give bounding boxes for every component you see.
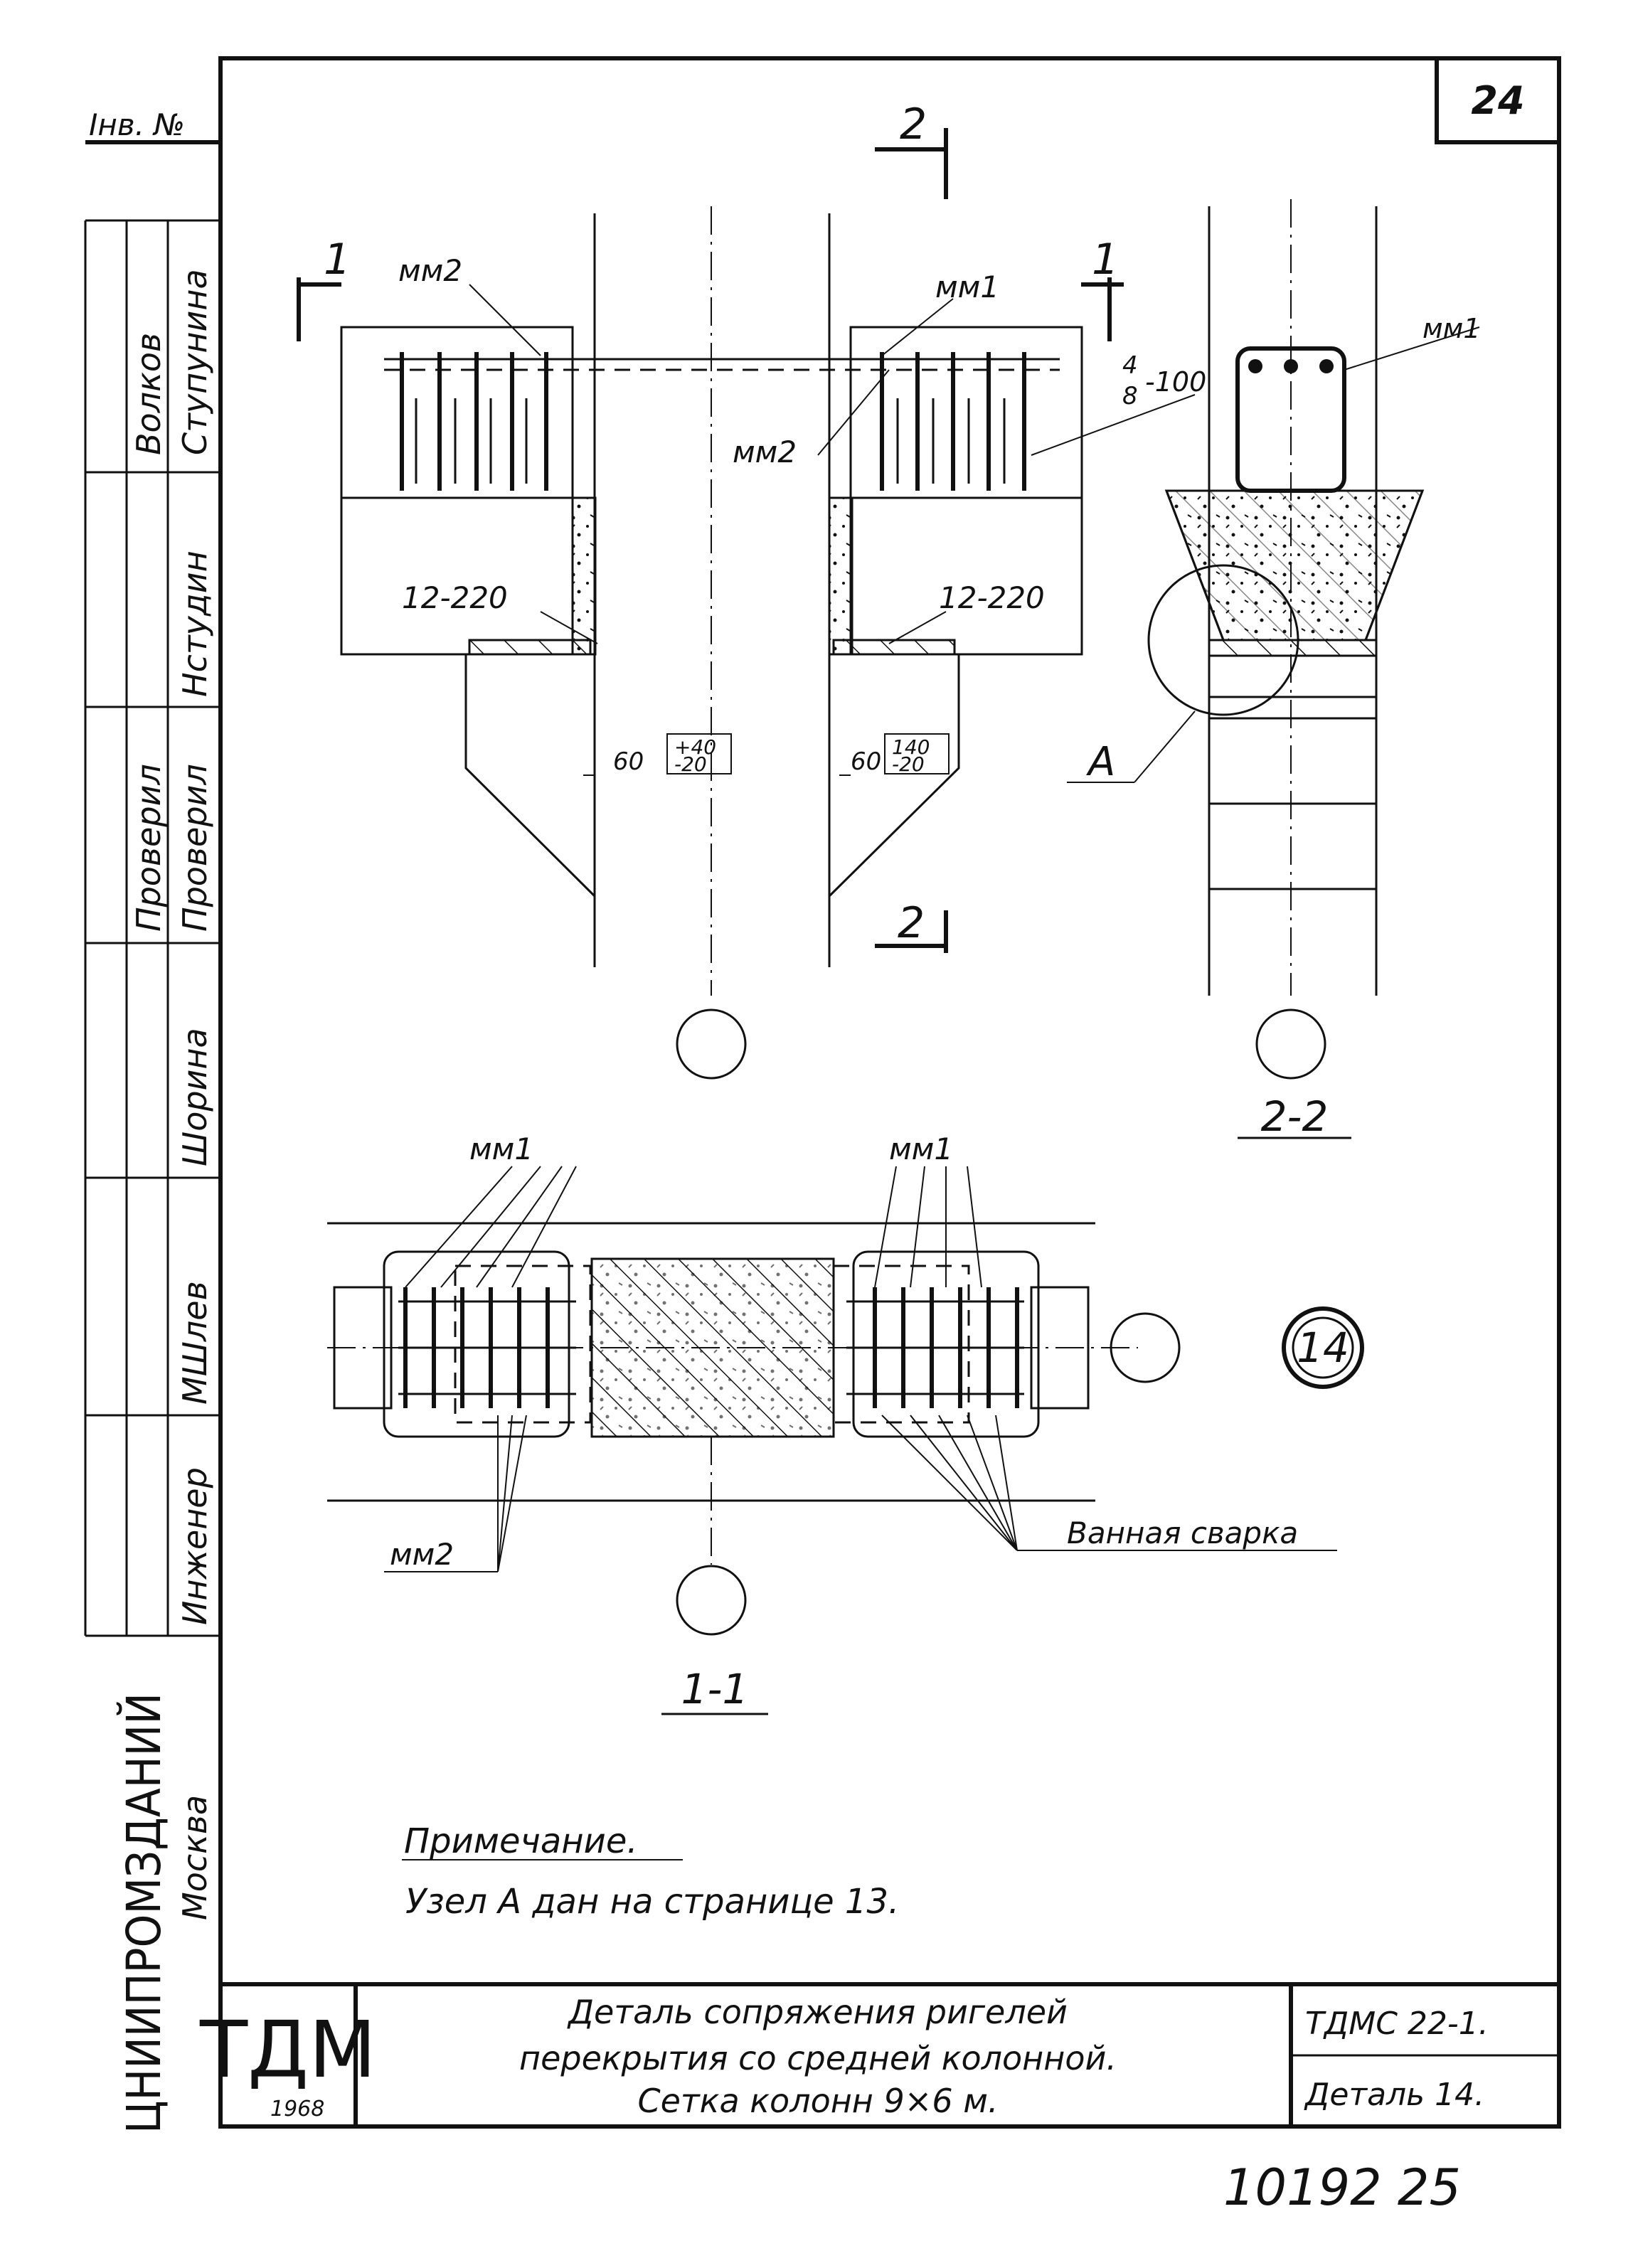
title-detail: Деталь 14. (1304, 2077, 1484, 2113)
dim-plus40-left: +40 (674, 735, 716, 759)
detail-number-badge: 14 (1297, 1324, 1349, 1372)
rebar-note-spacing: -100 (1145, 366, 1206, 398)
sidebar-check-2: Нстудин (176, 550, 214, 697)
label-mm1-plan-right: мм1 (889, 1132, 953, 1166)
section-2-2-title: 2-2 (1261, 1092, 1329, 1141)
section-mark-1-left: 1 (324, 235, 351, 284)
note-heading: Примечание. (404, 1821, 638, 1861)
dim-minus20-right: -20 (892, 752, 925, 776)
label-12-220-right: 12-220 (939, 580, 1045, 615)
label-mm1-plan-left: мм1 (469, 1132, 533, 1166)
sidebar-check-3: Проверил (176, 764, 214, 932)
rebar-note-top: 4 (1122, 351, 1138, 380)
label-welding: Ванная сварка (1067, 1516, 1298, 1550)
page-number: 24 (1471, 78, 1524, 123)
section-1-1-title: 1-1 (681, 1665, 749, 1713)
label-mm1-top: мм1 (935, 270, 999, 304)
sidebar-check-1: Ступунина (176, 269, 214, 455)
organization-city: Москва (176, 1795, 214, 1920)
page-number-box (1435, 56, 1561, 144)
view-section-1-1 (327, 1166, 1364, 1715)
title-logo: ТДМ (199, 2004, 376, 2095)
sidebar-check-4: Шорина (176, 1028, 214, 1166)
view-section-2-2 (1067, 199, 1480, 1139)
section-mark-1-right: 1 (1092, 235, 1119, 284)
label-mm2-right: мм2 (733, 435, 797, 469)
inventory-label: Інв. № (89, 107, 185, 142)
label-mm1-section22: мм1 (1422, 313, 1481, 344)
dim-60-left: 60 (613, 747, 644, 776)
label-12-220-left: 12-220 (402, 580, 508, 615)
rebar-note-bottom: 8 (1122, 382, 1138, 410)
note-text: Узел А дан на странице 13. (405, 1882, 899, 1922)
label-mm2-plan: мм2 (390, 1537, 454, 1572)
sidebar-check-6: Инженер (176, 1467, 214, 1625)
label-node-a: A (1086, 739, 1115, 785)
view-elevation (297, 128, 1196, 1080)
section-mark-2-top: 2 (900, 100, 927, 149)
dim-60-right: 60 (851, 747, 881, 776)
sidebar-check-5: МШлев (176, 1281, 214, 1405)
title-line-2: перекрытия со средней колонной. (519, 2039, 1117, 2077)
footer-numbers: 10192 25 (1223, 2158, 1461, 2217)
sidebar-name-1: Волков (129, 333, 168, 455)
title-line-1: Деталь сопряжения ригелей (567, 1993, 1068, 2031)
organization-name: ЦНИИПРОМЗДАНИЙ (116, 1693, 171, 2134)
title-code: ТДМС 22-1. (1305, 2006, 1489, 2042)
title-line-3: Сетка колонн 9×6 м. (637, 2082, 998, 2120)
section-mark-2-bottom: 2 (898, 898, 925, 948)
outer-frame (218, 56, 1561, 2129)
dim-140-right: 140 (892, 735, 930, 759)
title-year: 1968 (270, 2097, 324, 2121)
label-mm2-left: мм2 (398, 253, 462, 288)
sidebar-name-3: Проверил (129, 764, 168, 932)
dim-minus20-left: -20 (674, 752, 707, 776)
